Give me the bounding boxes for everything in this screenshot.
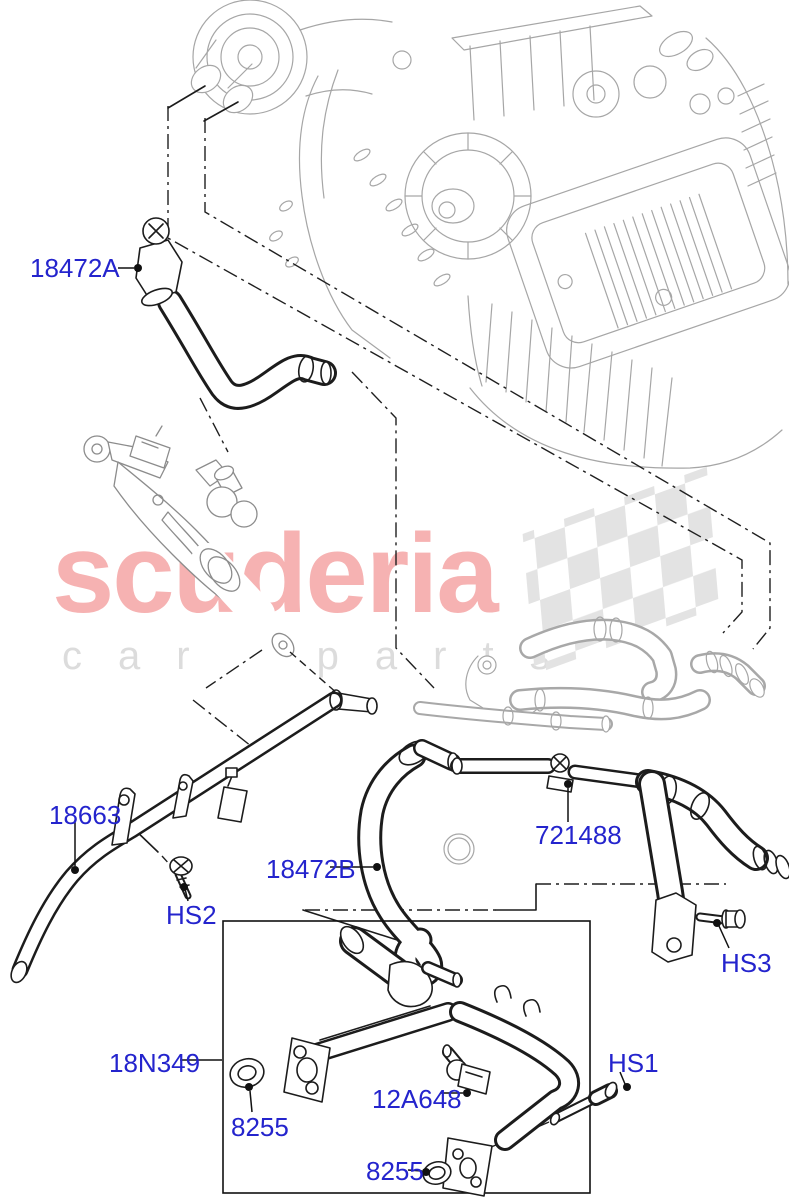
- part-label-18n349[interactable]: 18N349: [109, 1048, 201, 1078]
- part-label-18472a[interactable]: 18472A: [30, 253, 120, 283]
- pipe-18663: [10, 689, 378, 984]
- hvac-assembly-ghost: [190, 0, 789, 469]
- part-label-18663[interactable]: 18663: [49, 800, 122, 830]
- pipe-721488: [450, 753, 789, 934]
- part-label-hs1[interactable]: HS1: [608, 1048, 659, 1078]
- leader-lines: [71, 264, 730, 1176]
- part-label-hs3[interactable]: HS3: [721, 948, 772, 978]
- part-label-12a648[interactable]: 12A648: [372, 1084, 462, 1114]
- seal-ring-8255-lower: [422, 1160, 452, 1186]
- aux-water-pump: [83, 425, 295, 658]
- y-hose-ghost: [509, 616, 766, 721]
- watermark-brand: scuderia: [52, 511, 499, 636]
- hose-18472a: [135, 217, 337, 410]
- detail-box: [222, 920, 591, 1194]
- sensor-12a648: [442, 1044, 491, 1095]
- screw-hs2: [169, 856, 193, 900]
- part-label-8255-lower[interactable]: 8255: [366, 1156, 424, 1186]
- bracket-hs3: [651, 892, 746, 963]
- part-label-8255-upper[interactable]: 8255: [231, 1112, 289, 1142]
- bolt-hs1: [549, 1081, 618, 1126]
- seal-ring-8255-upper: [229, 1057, 265, 1089]
- mid-bracket-pipe-ghost: [413, 655, 613, 733]
- part-label-18472b[interactable]: 18472B: [266, 854, 356, 884]
- part-label-721488[interactable]: 721488: [535, 820, 622, 850]
- pipe-assembly-18n349: [283, 925, 581, 1197]
- part-label-hs2[interactable]: HS2: [166, 900, 217, 930]
